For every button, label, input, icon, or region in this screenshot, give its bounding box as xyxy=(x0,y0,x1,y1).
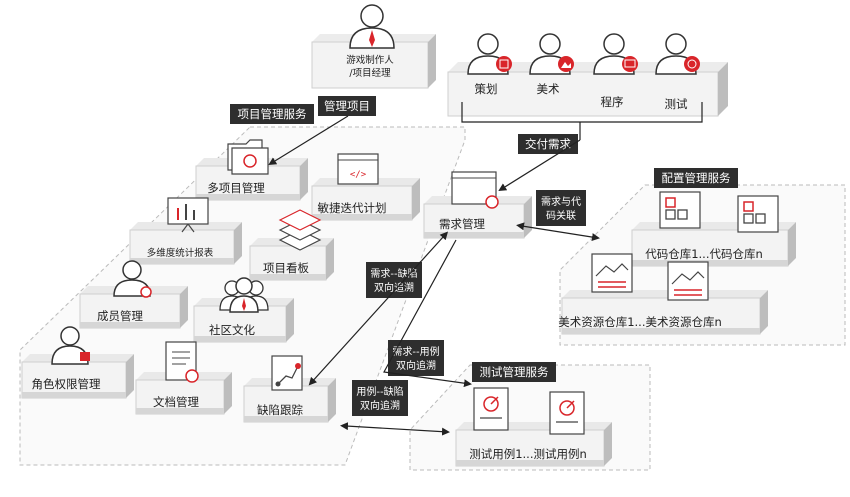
svg-text:用例--缺陷: 用例--缺陷 xyxy=(356,385,403,398)
layers-icon xyxy=(278,209,322,251)
module-documents: 文档管理 xyxy=(153,395,199,409)
module-defects: 缺陷跟踪 xyxy=(257,403,303,417)
platform-documents xyxy=(135,372,232,415)
program-label: 程序 xyxy=(601,95,624,109)
module-permissions: 角色权限管理 xyxy=(32,377,101,391)
tag-manage-project: 管理项目 xyxy=(318,96,376,116)
person-tie-icon xyxy=(349,4,395,49)
person-target-icon xyxy=(655,33,700,75)
image-repo-icon-right xyxy=(667,261,709,301)
requirements-window-icon xyxy=(451,171,499,209)
defect-path-icon xyxy=(271,355,303,391)
svg-text:交付需求: 交付需求 xyxy=(525,137,571,151)
repo-icon-left xyxy=(659,191,701,229)
person-lock-icon xyxy=(51,326,90,365)
module-code-repo: 代码仓库1...代码仓库n xyxy=(645,247,763,261)
tag-req-code-link: 需求与代 码关联 xyxy=(536,190,586,226)
people-group-icon xyxy=(219,277,269,313)
module-test-cases: 测试用例1...测试用例n xyxy=(469,447,587,461)
svg-text:需求--用例: 需求--用例 xyxy=(392,345,439,358)
folder-icon xyxy=(227,139,269,175)
svg-text:</>: </> xyxy=(350,170,367,180)
art-label: 美术 xyxy=(537,82,560,96)
producer-sub-label: /项目经理 xyxy=(349,67,391,79)
platform-defects xyxy=(243,378,336,423)
test-label: 测试 xyxy=(665,97,688,111)
tag-test-mgmt-service: 测试管理服务 xyxy=(472,362,556,382)
person-badge-icon xyxy=(113,260,152,298)
module-art-repo: 美术资源仓库1...美术资源仓库n xyxy=(558,315,722,329)
arrow-req-defect xyxy=(308,231,449,386)
module-requirements: 需求管理 xyxy=(439,217,485,231)
person-document-icon xyxy=(467,33,512,75)
test-case-icon-right xyxy=(549,391,585,435)
arrow-req-testcase xyxy=(383,239,472,388)
tag-req-defect-trace: 需求--缺陷 双向追溯 xyxy=(366,262,422,298)
tag-deliver-requirements: 交付需求 xyxy=(518,134,578,154)
svg-text:配置管理服务: 配置管理服务 xyxy=(662,171,731,185)
svg-text:双向追溯: 双向追溯 xyxy=(396,359,436,372)
svg-text:码关联: 码关联 xyxy=(546,209,576,222)
module-multi-project: 多项目管理 xyxy=(207,181,265,195)
platform-stats-report xyxy=(129,222,242,265)
roles-bracket xyxy=(461,102,703,140)
chart-board-icon xyxy=(167,197,209,233)
tag-case-defect-trace: 用例--缺陷 双向追溯 xyxy=(352,380,408,416)
repo-icon-right xyxy=(737,195,779,233)
person-screen-icon xyxy=(593,33,638,75)
module-stats-report: 多维度统计报表 xyxy=(147,247,214,259)
planning-label: 策划 xyxy=(475,82,498,96)
svg-text:需求与代: 需求与代 xyxy=(541,196,581,208)
svg-text:测试管理服务: 测试管理服务 xyxy=(480,365,549,379)
code-window-icon: </> xyxy=(337,153,379,185)
test-case-icon-left xyxy=(473,387,509,431)
document-icon xyxy=(165,341,199,383)
person-image-icon xyxy=(529,33,574,75)
svg-text:双向追溯: 双向追溯 xyxy=(360,399,400,412)
tag-config-mgmt-service: 配置管理服务 xyxy=(654,168,738,188)
module-members: 成员管理 xyxy=(97,309,143,323)
tag-project-mgmt-service: 项目管理服务 xyxy=(230,104,314,124)
tag-req-case-trace: 需求--用例 双向追溯 xyxy=(388,340,444,376)
module-agile-plan: 敏捷迭代计划 xyxy=(318,201,387,215)
image-repo-icon-left xyxy=(591,253,633,293)
arrow-deliver-requirements xyxy=(498,139,581,192)
module-kanban: 项目看板 xyxy=(263,261,309,275)
svg-text:项目管理服务: 项目管理服务 xyxy=(238,107,307,121)
arrow-case-defect xyxy=(340,422,450,436)
arrow-req-code xyxy=(516,222,600,242)
arrow-manage-project xyxy=(268,115,349,166)
svg-text:管理项目: 管理项目 xyxy=(324,99,370,113)
producer-label: 游戏制作人 xyxy=(346,54,394,66)
module-community: 社区文化 xyxy=(209,323,255,337)
